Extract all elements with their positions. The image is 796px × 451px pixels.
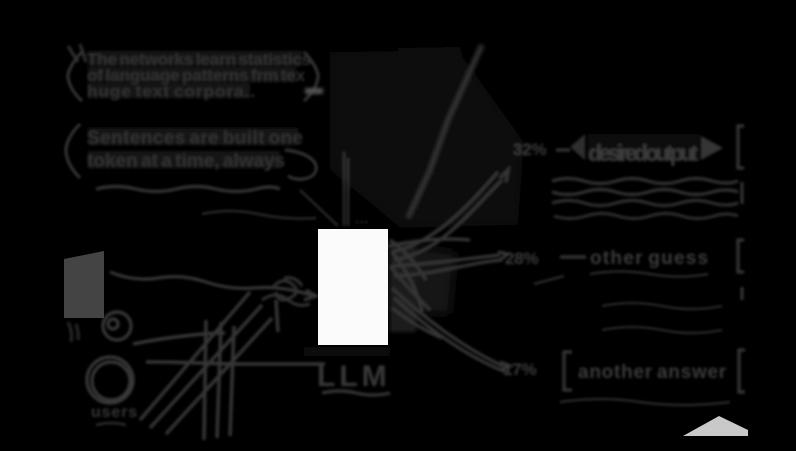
svg-text:huge text corpora..: huge text corpora.. bbox=[87, 82, 255, 101]
svg-text:of language patterns frm tex: of language patterns frm tex bbox=[87, 66, 306, 85]
svg-text:32%: 32% bbox=[513, 140, 547, 159]
svg-text:17%: 17% bbox=[503, 360, 537, 379]
svg-text:token at a time, always: token at a time, always bbox=[87, 151, 285, 172]
svg-text:28%: 28% bbox=[505, 249, 539, 268]
svg-text:. . .: . . . bbox=[355, 211, 368, 226]
svg-text:desired output: desired output bbox=[588, 140, 699, 166]
svg-text:The networks learn statistics: The networks learn statistics bbox=[87, 50, 311, 69]
svg-text:other guess: other guess bbox=[590, 248, 708, 269]
svg-text:Sentences are built one: Sentences are built one bbox=[87, 128, 303, 149]
svg-text:LLM: LLM bbox=[317, 360, 391, 393]
svg-text:users: users bbox=[91, 404, 137, 421]
svg-text:another answer: another answer bbox=[578, 362, 727, 383]
